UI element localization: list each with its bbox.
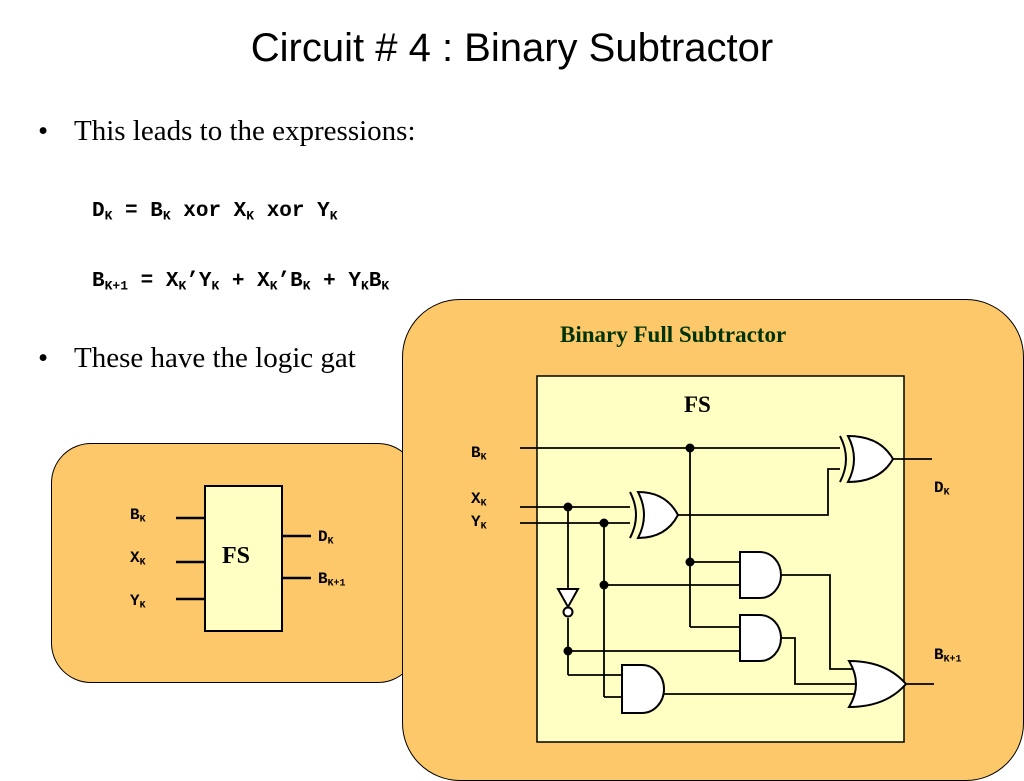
and-gate-3 [621, 664, 665, 714]
bullet-text: These have the logic gat [74, 342, 356, 374]
junction-dot [685, 557, 695, 567]
circuit-box-label: FS [684, 392, 711, 417]
fs-block [204, 485, 283, 632]
block-input-yk-label: YK [130, 592, 146, 611]
circuit-input-bk-label: BK [471, 444, 487, 463]
xor-gate-2 [839, 434, 895, 484]
or-gate [847, 659, 908, 709]
and-gate-2 [739, 614, 782, 662]
block-input-xk-label: XK [130, 549, 146, 568]
junction-dot [563, 502, 573, 512]
block-input-bk-label: BK [130, 506, 146, 525]
and-gate-1 [739, 551, 782, 599]
block-output-dk-label: DK [318, 528, 334, 547]
junction-dot [563, 646, 573, 656]
fs-block-label: FS [222, 543, 251, 569]
junction-dot [599, 580, 609, 590]
circuit-input-xk-label: XK [471, 490, 487, 509]
circuit-output-bk1-label: BK+1 [934, 646, 962, 665]
not-gate [556, 588, 580, 618]
and1-out-wire [781, 574, 857, 670]
circuit-heading: Binary Full Subtractor [560, 322, 787, 347]
bullet-marker: • [38, 115, 49, 147]
slide-title: Circuit # 4 : Binary Subtractor [250, 26, 774, 70]
xor1-out-wire [678, 468, 840, 516]
equation-dk: DK = BK xor XK xor YK [92, 200, 338, 224]
block-output-bk1-label: BK+1 [318, 570, 346, 589]
fs-circuit-box [536, 375, 905, 743]
bullet-1: • This leads to the expressions: [38, 115, 416, 148]
bullet-text: This leads to the expressions: [74, 115, 416, 147]
xor-gate-1 [629, 490, 680, 540]
junction-dots [563, 443, 695, 656]
circuit-output-dk-label: DK [934, 479, 950, 498]
junction-dot [685, 443, 695, 453]
equation-bk1: BK+1 = XK’YK + XK’BK + YKBK [92, 270, 390, 294]
circuit-input-yk-label: YK [471, 513, 487, 532]
junction-dot [599, 518, 609, 528]
bullet-2: • These have the logic gat [38, 342, 356, 375]
and2-out-wire [781, 637, 861, 685]
bullet-marker: • [38, 342, 49, 374]
